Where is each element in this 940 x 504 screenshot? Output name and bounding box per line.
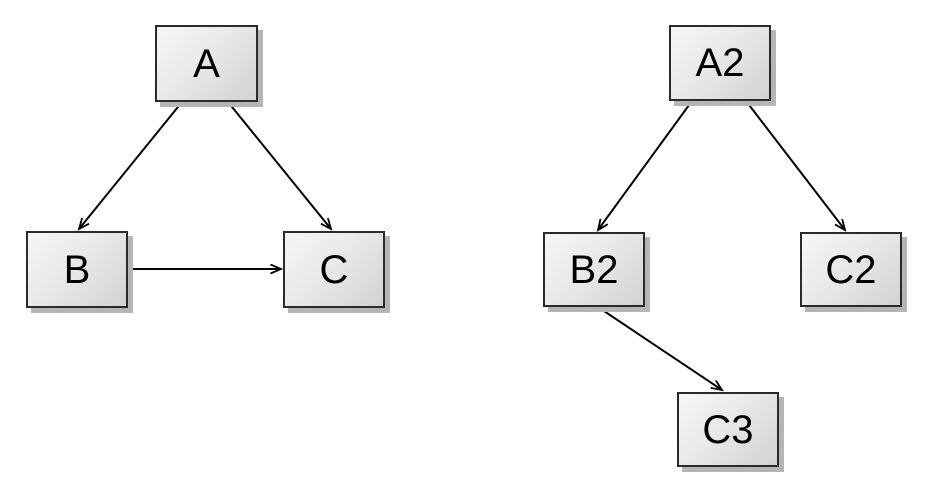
node-B2[interactable]: B2: [543, 232, 645, 307]
node-A[interactable]: A: [155, 25, 258, 102]
node-label-B: B: [63, 247, 91, 292]
node-C2[interactable]: C2: [800, 232, 902, 307]
node-label-C2: C2: [825, 247, 877, 292]
node-C[interactable]: C: [283, 231, 385, 308]
node-label-C3: C3: [702, 407, 754, 452]
node-B[interactable]: B: [26, 231, 128, 308]
node-label-A2: A2: [695, 41, 745, 85]
node-A2[interactable]: A2: [669, 25, 771, 101]
node-C3[interactable]: C3: [677, 392, 779, 467]
node-label-C: C: [319, 247, 349, 292]
node-label-B2: B2: [569, 247, 619, 292]
node-label-A: A: [193, 41, 220, 86]
